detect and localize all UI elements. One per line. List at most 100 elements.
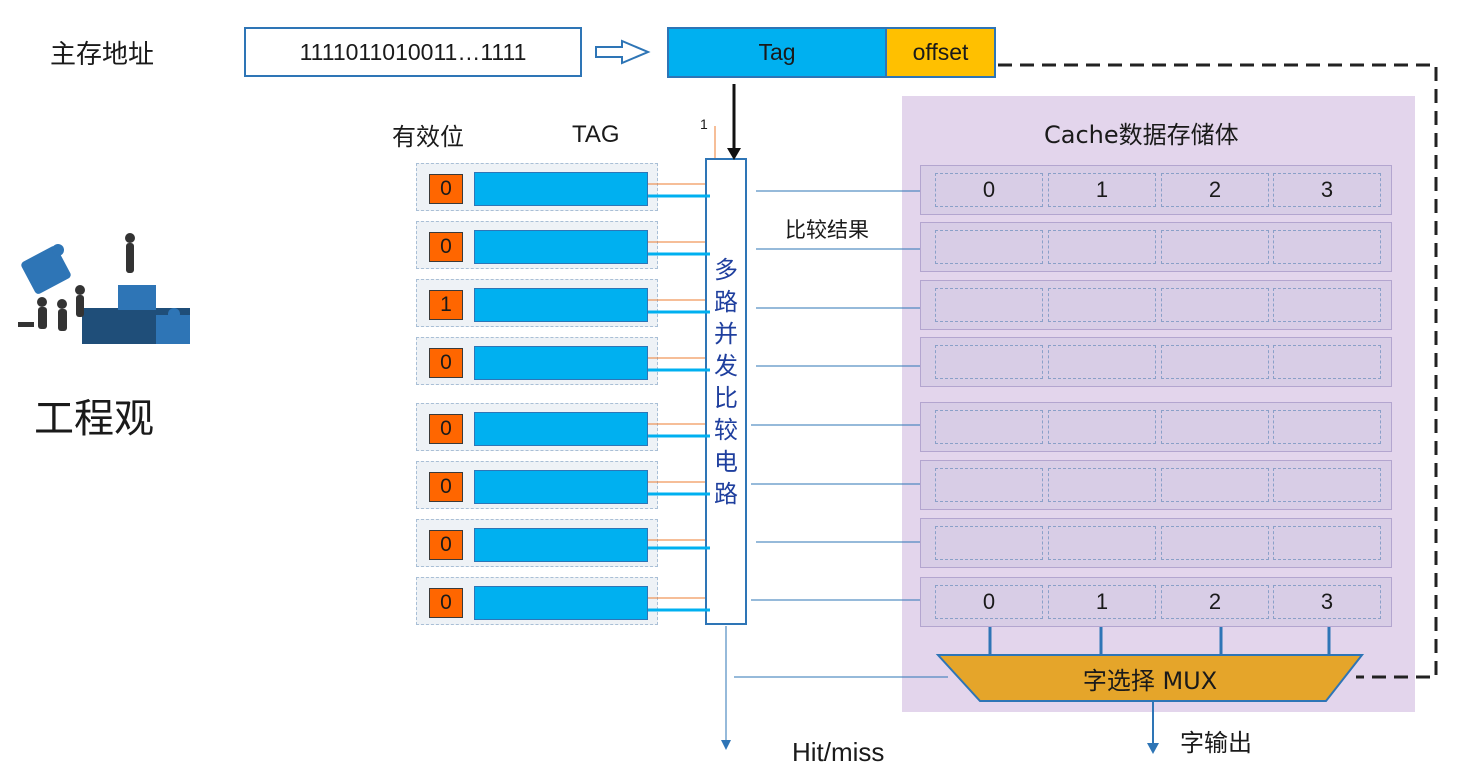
address-value: 1111011010011…1111: [299, 38, 527, 65]
word-cell: [1161, 345, 1269, 379]
comparator-char: 比: [714, 383, 738, 412]
comparator-char: 较: [714, 415, 738, 444]
valid-bit: 0: [429, 414, 463, 444]
tag-bar: [474, 412, 648, 446]
valid-bit: 1: [429, 290, 463, 320]
comparator-char: 多: [714, 255, 738, 284]
word-cell: 3: [1273, 173, 1381, 207]
word-cell: [1273, 288, 1381, 322]
word-cell: [1048, 526, 1156, 560]
word-cell: 2: [1161, 173, 1269, 207]
cache-line: [920, 280, 1392, 330]
tag-bar: [474, 230, 648, 264]
tag-row: 0: [416, 337, 658, 385]
valid-bit: 0: [429, 588, 463, 618]
valid-bit: 0: [429, 348, 463, 378]
mux-input-lines: [988, 627, 1331, 655]
cache-line: 0 1 2 3: [920, 577, 1392, 627]
comparator-char: 电: [714, 447, 738, 476]
tag-row: 0: [416, 461, 658, 509]
arrow-down-icon: [727, 148, 741, 160]
valid-bit: 0: [429, 232, 463, 262]
word-output-label: 字输出: [1180, 729, 1252, 757]
parallel-comparator: 多 路 并 发 比 较 电 路: [705, 158, 747, 625]
valid-bit-header: 有效位: [392, 123, 464, 151]
address-label: 主存地址: [50, 40, 155, 70]
word-select-mux: [935, 654, 1365, 702]
mux-label: 字选择 MUX: [1082, 666, 1218, 695]
comparator-char: 路: [714, 287, 738, 316]
word-cell: 3: [1273, 585, 1381, 619]
arrow-down-icon: [1147, 743, 1159, 754]
compare-result-label: 比较结果: [785, 218, 869, 242]
word-cell: [1161, 526, 1269, 560]
word-cell: 2: [1161, 585, 1269, 619]
address-value-box: 1111011010011…1111: [244, 27, 582, 77]
valid-bit: 0: [429, 530, 463, 560]
input-marker: 1: [700, 116, 708, 132]
word-cell: [935, 230, 1043, 264]
comparator-char: 路: [714, 479, 738, 508]
tag-bar: [474, 346, 648, 380]
word-cell: [935, 410, 1043, 444]
word-cell: [935, 345, 1043, 379]
arrow-down-icon: [721, 740, 731, 750]
tag-bar: [474, 172, 648, 206]
word-cell: [1273, 345, 1381, 379]
cache-line: [920, 518, 1392, 568]
word-cell: [1161, 230, 1269, 264]
word-cell: [935, 526, 1043, 560]
cache-title: Cache数据存储体: [1044, 121, 1239, 149]
tag-row: 0: [416, 519, 658, 567]
cache-line: 0 1 2 3: [920, 165, 1392, 215]
tag-bar: [474, 586, 648, 620]
compare-result-lines: [751, 190, 920, 601]
tag-bar: [474, 528, 648, 562]
tag-field-label: Tag: [758, 39, 796, 65]
word-cell: 1: [1048, 585, 1156, 619]
word-cell: [935, 288, 1043, 322]
word-cell: [1273, 410, 1381, 444]
tag-row: 0: [416, 577, 658, 625]
word-cell: [935, 468, 1043, 502]
tag-connectors: [648, 183, 710, 612]
word-cell: [1161, 288, 1269, 322]
cache-line: [920, 460, 1392, 510]
hollow-arrow-icon: [595, 39, 651, 65]
word-cell: 0: [935, 585, 1043, 619]
offset-dashed-line: [998, 63, 1438, 679]
offset-field: offset: [885, 27, 996, 78]
tag-bar: [474, 470, 648, 504]
hit-miss-label: Hit/miss: [792, 737, 885, 767]
word-cell: [1048, 410, 1156, 444]
word-cell: [1048, 230, 1156, 264]
word-cell: 1: [1048, 173, 1156, 207]
tag-bar: [474, 288, 648, 322]
tag-row: 0: [416, 163, 658, 211]
valid-bit: 0: [429, 174, 463, 204]
tag-header: TAG: [572, 121, 620, 148]
comparator-char: 并: [714, 319, 738, 348]
word-cell: [1048, 468, 1156, 502]
cache-line: [920, 222, 1392, 272]
word-cell: [1273, 526, 1381, 560]
section-title: 工程观: [34, 396, 154, 442]
word-cell: [1161, 468, 1269, 502]
puzzle-teamwork-icon: [18, 233, 190, 344]
tag-row: 0: [416, 221, 658, 269]
word-cell: [1048, 288, 1156, 322]
tag-field: Tag: [667, 27, 885, 78]
cache-line: [920, 337, 1392, 387]
offset-field-label: offset: [912, 39, 969, 65]
comparator-char: 发: [714, 351, 738, 380]
word-cell: 0: [935, 173, 1043, 207]
word-cell: [1273, 230, 1381, 264]
tag-row: 0: [416, 403, 658, 451]
valid-bit: 0: [429, 472, 463, 502]
tag-row: 1: [416, 279, 658, 327]
word-cell: [1161, 410, 1269, 444]
word-cell: [1273, 468, 1381, 502]
word-cell: [1048, 345, 1156, 379]
cache-line: [920, 402, 1392, 452]
